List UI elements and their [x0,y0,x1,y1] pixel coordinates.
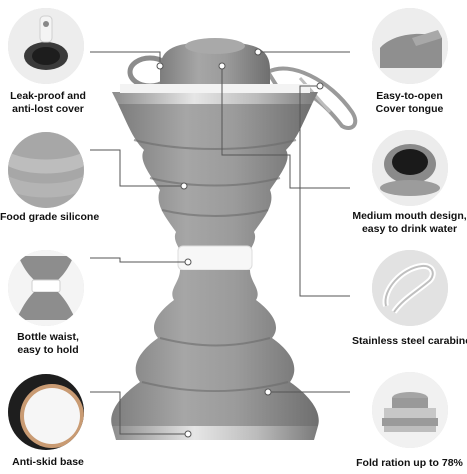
waist-band [177,245,253,271]
leader-lines [90,51,350,435]
caption-leak-proof: Leak-proof and anti-lost cover [10,90,86,115]
caption-carabiner: Stainless steel carabiner [352,335,467,347]
detail-medium-mouth [372,130,448,206]
caption-anti-skid: Anti-skid base [12,456,84,468]
lower-body [111,270,319,426]
detail-bottle-waist [8,250,84,326]
detail-carabiner [372,250,448,326]
caption-medium-mouth: Medium mouth design, easy to drink water [352,210,467,235]
detail-anti-skid-base [8,374,84,450]
detail-leak-proof-cover [8,8,84,84]
base-rim [112,426,318,440]
top-rim [112,84,318,104]
detail-cover-tongue [372,8,448,84]
caption-easy-open: Easy-to-open Cover tongue [375,90,444,115]
lid [127,38,270,89]
leader-dots [156,48,324,438]
caption-food-grade: Food grade silicone [0,211,100,223]
upper-body [118,104,312,252]
detail-silicone [8,132,84,208]
detail-fold-ration [372,372,448,448]
caption-fold-ration: Fold ration up to 78% [356,457,463,469]
caption-bottle-waist: Bottle waist, easy to hold [17,331,79,356]
